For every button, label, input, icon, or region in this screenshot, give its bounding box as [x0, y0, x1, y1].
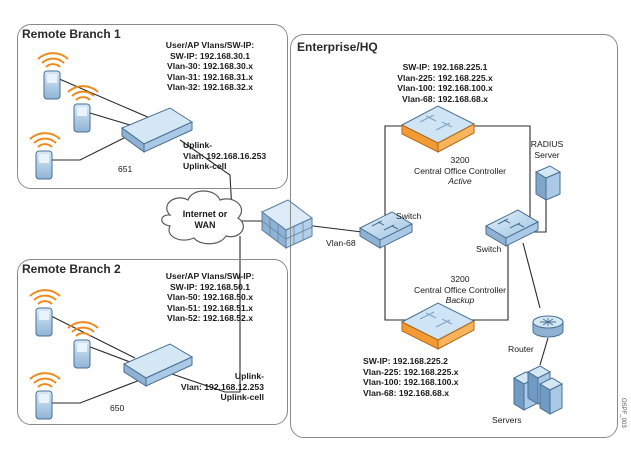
- backup-info-line: Vlan-68: 192.168.68.x: [363, 387, 449, 398]
- active-controller-label: 3200 Central Office Controller Active: [400, 155, 520, 187]
- remote-branch-2-zone: [17, 259, 288, 425]
- hq-switch-2-icon: [484, 209, 540, 247]
- active-label-line: Central Office Controller: [413, 165, 507, 176]
- remote-branch-1-title: Remote Branch 1: [22, 27, 121, 41]
- vlan68-label: Vlan-68: [326, 238, 356, 248]
- router-label: Router: [508, 344, 534, 354]
- branch2-vlan-line: SW-IP: 192.168.50.1: [169, 281, 251, 292]
- internet-line: Internet or: [182, 209, 228, 219]
- active-info-line: Vlan-100: 192.168.100.x: [397, 83, 493, 94]
- hq-switch-1-icon: [358, 211, 414, 249]
- internet-cloud-icon: [161, 190, 244, 245]
- access-point-icons: [29, 52, 99, 420]
- branch-controller-651-icon: [120, 107, 194, 153]
- active-info-line: SW-IP: 192.168.225.1: [402, 62, 488, 72]
- active-controller-info: SW-IP: 192.168.225.1 Vlan-225: 192.168.2…: [395, 62, 495, 104]
- backup-info-line: Vlan-225: 192.168.225.x: [363, 366, 459, 377]
- branch1-vlan-line: Vlan-31: 192.168.31.x: [167, 71, 253, 82]
- active-info-line: Vlan-225: 192.168.225.x: [397, 72, 493, 83]
- backup-label-state: Backup: [445, 295, 475, 306]
- internet-wan-label: Internet or WAN: [170, 209, 240, 230]
- branch1-vlan-line: Vlan-32: 192.168.32.x: [167, 82, 253, 93]
- radius-line: Server: [534, 149, 560, 160]
- backup-label-line: Central Office Controller: [413, 284, 507, 295]
- branch1-uplink-line: Uplink-: [183, 140, 213, 150]
- backup-label-line: 3200: [450, 274, 470, 284]
- branch-controller-650-icon: [122, 343, 194, 387]
- branch2-vlan-line: Vlan-52: 192.168.52.x: [167, 313, 253, 324]
- active-info-line: Vlan-68: 192.168.68.x: [402, 93, 488, 104]
- servers-icon: [512, 365, 564, 415]
- active-label-line: 3200: [450, 155, 470, 165]
- enterprise-hq-title: Enterprise/HQ: [297, 40, 378, 54]
- active-label-state: Active: [448, 176, 472, 187]
- backup-info-line: Vlan-100: 192.168.100.x: [363, 377, 459, 388]
- branch2-vlan-line: Vlan-50: 192.168.50.x: [167, 292, 253, 303]
- backup-info-line: SW-IP: 192.168.225.2: [363, 356, 448, 366]
- branch1-uplink-info: Uplink- Vlan: 192.168.16.253 Uplink-cell: [183, 140, 266, 172]
- figure-id: OSPF_003: [620, 398, 626, 428]
- remote-branch-2-title: Remote Branch 2: [22, 262, 121, 276]
- remote-branch-1-zone: [17, 24, 288, 189]
- switch-1-label: Switch: [396, 211, 422, 221]
- radius-server-label: RADIUS Server: [526, 139, 568, 160]
- backup-controller-label: 3200 Central Office Controller Backup: [400, 274, 520, 306]
- branch1-vlan-line: Vlan-30: 192.168.30.x: [167, 61, 253, 72]
- branch2-uplink-line: Uplink-cell: [220, 392, 264, 403]
- branch1-device-label: 651: [118, 164, 133, 174]
- branch1-vlan-info: User/AP Vlans/SW-IP: SW-IP: 192.168.30.1…: [150, 40, 270, 93]
- router-icon: [532, 315, 564, 338]
- servers-label: Servers: [492, 415, 522, 425]
- internet-line: WAN: [194, 219, 216, 230]
- branch2-uplink-info: Uplink- Vlan: 192.168.12.253 Uplink-cell: [150, 371, 264, 403]
- branch1-vlan-line: SW-IP: 192.168.30.1: [169, 50, 251, 61]
- radius-line: RADIUS: [530, 139, 564, 149]
- controller-active-icon: [400, 105, 476, 153]
- enterprise-hq-zone: [290, 34, 618, 438]
- branch2-vlan-line: User/AP Vlans/SW-IP:: [165, 271, 255, 281]
- branch1-vlan-line: User/AP Vlans/SW-IP:: [165, 40, 255, 50]
- controller-backup-icon: [400, 302, 476, 350]
- switch-2-label: Switch: [476, 244, 502, 254]
- branch2-device-label: 650: [110, 403, 125, 413]
- backup-controller-info: SW-IP: 192.168.225.2 Vlan-225: 192.168.2…: [363, 356, 459, 398]
- branch1-uplink-line: Uplink-cell: [183, 161, 227, 172]
- branch2-uplink-line: Vlan: 192.168.12.253: [180, 381, 264, 392]
- branch2-vlan-info: User/AP Vlans/SW-IP: SW-IP: 192.168.50.1…: [150, 271, 270, 324]
- radius-server-icon: [534, 165, 562, 201]
- branch2-vlan-line: Vlan-51: 192.168.51.x: [167, 302, 253, 313]
- branch1-uplink-line: Vlan: 192.168.16.253: [183, 150, 267, 161]
- branch2-uplink-line: Uplink-: [234, 371, 264, 381]
